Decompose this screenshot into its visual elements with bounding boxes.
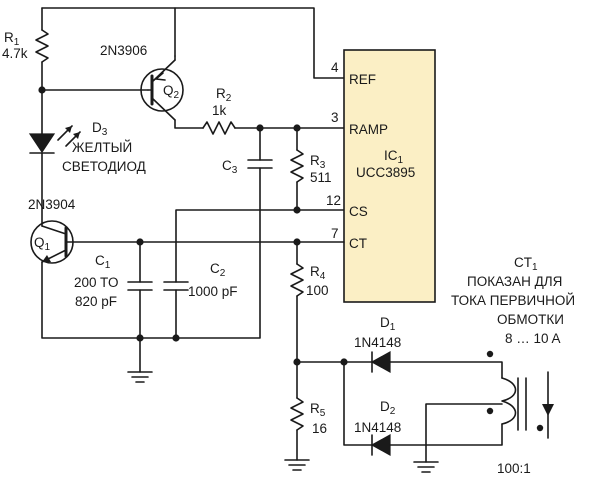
ic1-pin7-num: 7 <box>331 226 339 241</box>
resistor-r5: R5 16 <box>284 397 327 471</box>
ic1-pin12-num: 12 <box>326 193 341 208</box>
d3-desc-line1: ЖЕЛТЫЙ <box>72 140 132 155</box>
r2-ref: R2 <box>216 86 232 104</box>
ground-rail-left <box>41 209 261 383</box>
ct1-current: 8 … 10 A <box>505 331 561 346</box>
r3-ref: R3 <box>310 153 326 171</box>
r2-value: 1k <box>212 103 227 118</box>
ic1-pin7-name: CT <box>349 236 367 251</box>
d3-ref: D3 <box>92 120 108 138</box>
r5-ref: R5 <box>310 401 326 419</box>
top-rail-wires <box>41 7 345 79</box>
ic1-part: UCC3895 <box>356 165 415 180</box>
r4-value: 100 <box>306 283 329 298</box>
resistor-r1: R1 4.7k <box>2 29 49 63</box>
ic1-ucc3895: 4 REF 3 RAMP 12 CS 7 CT IC1 UCC3895 <box>326 49 436 303</box>
c3-ref: C3 <box>222 158 238 176</box>
ct1-ratio: 100:1 <box>497 461 531 476</box>
junction-node-gnd-c2 <box>172 334 180 342</box>
r1-value: 4.7k <box>2 46 28 61</box>
transistor-q2: 2N3906 Q2 <box>100 43 184 121</box>
d1-part: 1N4148 <box>354 335 401 350</box>
resistor-r2: R2 1k <box>202 86 236 135</box>
led-d3: D3 ЖЕЛТЫЙ СВЕТОДИОД <box>28 89 146 227</box>
ic1-pin12-name: CS <box>349 204 368 219</box>
ct1-ref: CT1 <box>514 255 538 273</box>
q2-part: 2N3906 <box>100 43 147 58</box>
capacitor-c3: C3 <box>175 127 273 283</box>
resistor-r4: R4 100 <box>290 241 329 399</box>
c2-ref: C2 <box>210 261 226 279</box>
ct1-note-line1: ПОКАЗАН ДЛЯ <box>467 274 562 289</box>
c1-ref: C1 <box>95 253 111 271</box>
ic1-pin3-num: 3 <box>331 110 339 125</box>
diode-d1: D1 1N4148 <box>354 315 503 379</box>
ct1-note-line3: ОБМОТКИ <box>497 312 564 327</box>
capacitor-c1: C1 200 TO 820 pF <box>74 241 153 339</box>
junction-node-d2 <box>340 358 348 366</box>
r5-value: 16 <box>312 421 327 436</box>
ct1-note-line2: ТОКА ПЕРВИЧНОЙ <box>451 293 575 308</box>
d2-part: 1N4148 <box>354 420 401 435</box>
resistor-r3: R3 511 <box>290 127 332 211</box>
ic1-pin4-name: REF <box>349 72 376 87</box>
ic1-pin4-num: 4 <box>331 60 339 75</box>
c1-value-line2: 820 pF <box>75 294 117 309</box>
q2-collector-wire <box>174 119 204 129</box>
r3-value: 511 <box>310 170 332 185</box>
d1-ref: D1 <box>380 315 396 333</box>
capacitor-c2: C2 1000 pF <box>163 261 238 339</box>
q1-ref: Q1 <box>34 235 51 253</box>
junction-node-cs <box>293 206 301 214</box>
r4-ref: R4 <box>310 264 326 282</box>
ic1-ref: IC1 <box>384 148 404 166</box>
q1-part: 2N3904 <box>28 197 76 212</box>
c1-value-line1: 200 TO <box>74 275 119 290</box>
d3-desc-line2: СВЕТОДИОД <box>62 159 146 174</box>
d2-ref: D2 <box>380 399 396 417</box>
current-transformer-ct1: CT1 ПОКАЗАН ДЛЯ ТОКА ПЕРВИЧНОЙ ОБМОТКИ 8… <box>413 255 575 476</box>
r1-ref: R1 <box>4 30 20 48</box>
c2-value: 1000 pF <box>188 284 238 299</box>
junction-node-gnd-c1 <box>136 334 144 342</box>
transistor-q1: 2N3904 Q1 <box>28 197 141 264</box>
q2-ref: Q2 <box>163 83 180 101</box>
ic1-pin3-name: RAMP <box>349 122 388 137</box>
diode-d2: D2 1N4148 <box>343 361 503 457</box>
